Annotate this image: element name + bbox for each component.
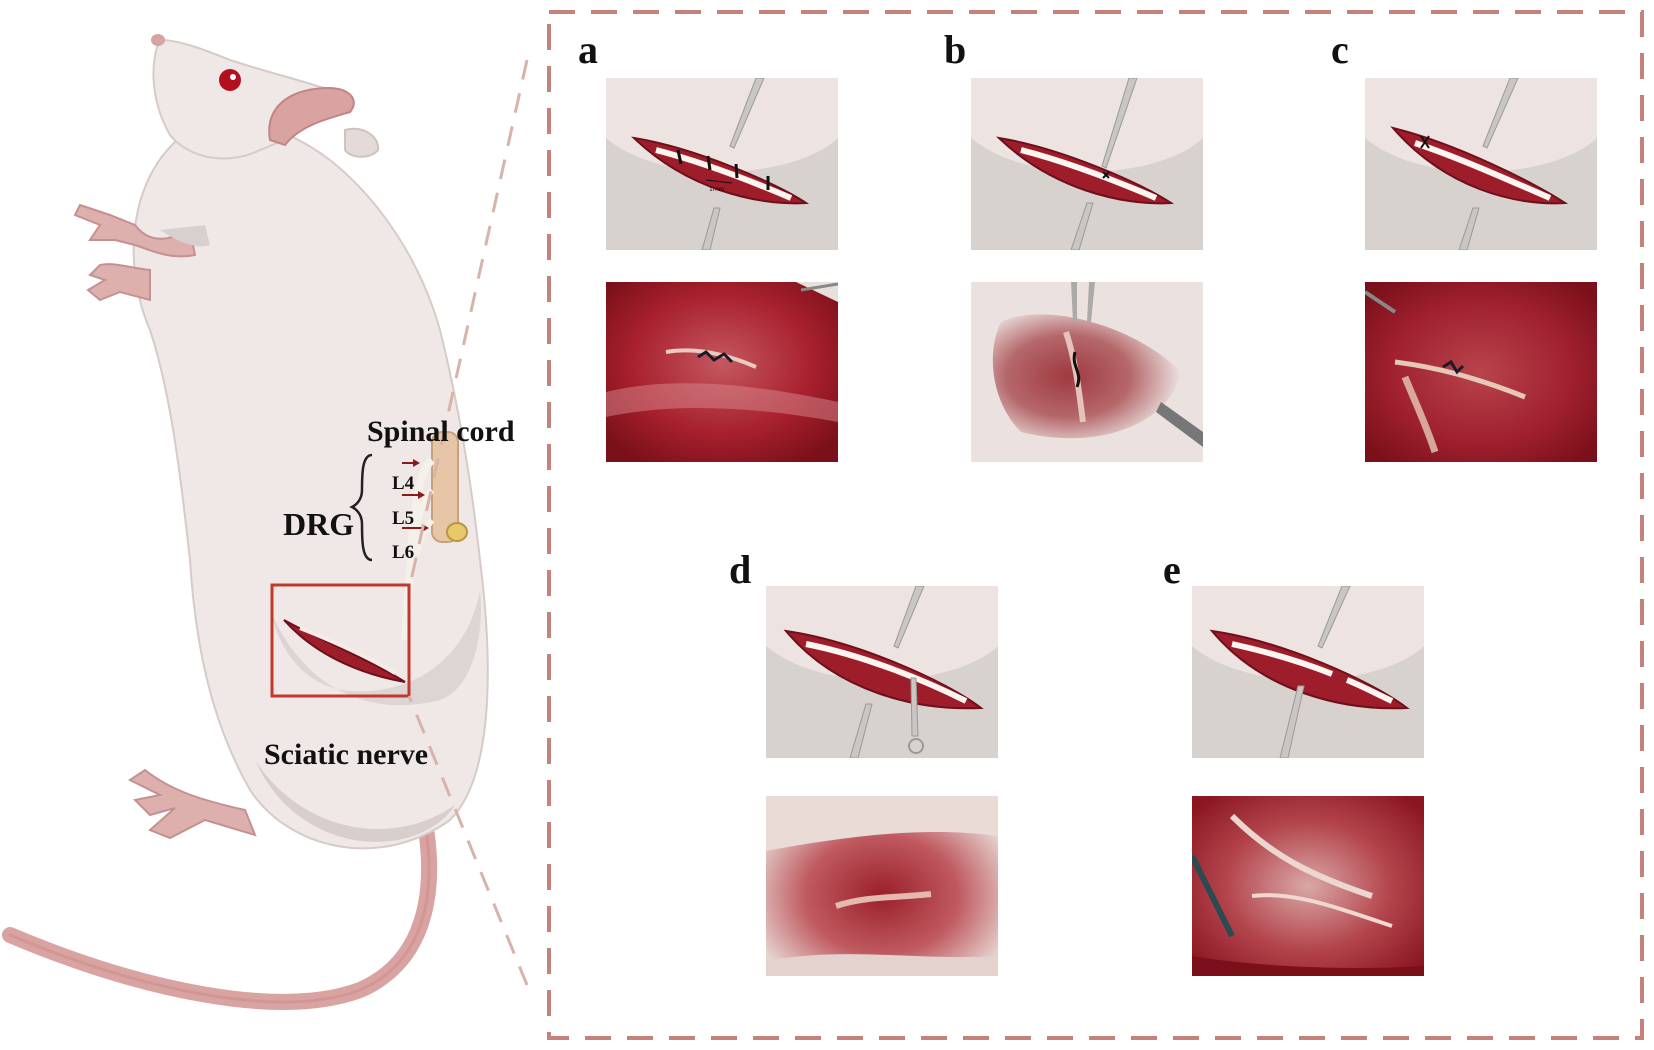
panel-e-photo: [1192, 796, 1424, 976]
panel-a-illustration: 1mm: [606, 78, 838, 250]
rat-eye: [219, 69, 241, 91]
rat-body: [132, 121, 489, 850]
rat-front-paw: [86, 263, 151, 302]
panel-c-illustration: [1365, 78, 1597, 250]
incision-highlight-box: [270, 583, 411, 698]
rat-illustration: [2, 34, 529, 1010]
drg-label: DRG: [283, 506, 355, 542]
panel-letter-d: d: [729, 547, 752, 592]
panel-d-illustration: [766, 586, 998, 758]
sciatic-nerve-label: Sciatic nerve: [264, 738, 429, 771]
rat-hind-foot: [128, 768, 257, 840]
panel-c-photo: [1365, 282, 1597, 462]
panel-letter-c: c: [1331, 27, 1349, 72]
level-l4-label: L4: [392, 473, 415, 494]
panel-letter-e: e: [1163, 547, 1181, 592]
spinal-cord-label: Spinal cord: [367, 415, 515, 448]
panel-letter-a: a: [578, 27, 598, 72]
rat-ear: [268, 86, 355, 147]
panel-d-photo: [766, 796, 998, 976]
level-l6-label: L6: [392, 542, 415, 563]
zoom-line-top: [408, 59, 529, 586]
zoom-line-bottom: [407, 695, 529, 986]
panel-b-illustration: [971, 78, 1203, 250]
scale-bar-label: 1mm: [709, 186, 725, 193]
panel-a-photo: [606, 282, 838, 462]
panel-e-illustration: [1192, 586, 1424, 758]
level-l5-label: L5: [392, 508, 415, 529]
panel-b-photo: [971, 282, 1203, 462]
rat-front-arm: [73, 203, 197, 258]
drg-brace: [349, 453, 373, 562]
panel-letter-b: b: [944, 27, 967, 72]
